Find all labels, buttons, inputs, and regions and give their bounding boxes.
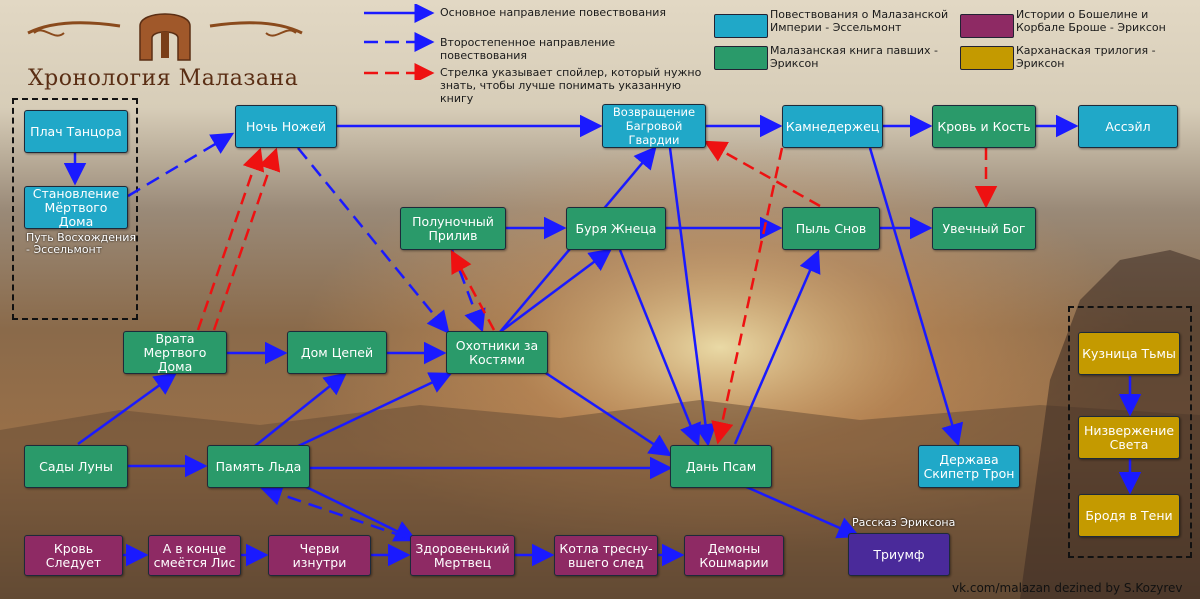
book-triumf[interactable]: Триумф xyxy=(848,533,950,576)
book-okhotniki[interactable]: Охотники за Костями xyxy=(446,331,548,374)
note-rasskaz-eriksona: Рассказ Эриксона xyxy=(852,516,956,529)
book-chervi-iznutri[interactable]: Черви изнутри xyxy=(268,535,371,576)
page-title: Хронология Малазана xyxy=(28,66,299,91)
legend-malazan: Малазанская книга павших - Эриксон xyxy=(770,44,938,70)
legend-esslemont: Повествования о Малазанской Империи - Эс… xyxy=(770,8,949,34)
esslemont-prequel-frame xyxy=(12,98,138,320)
book-uvechny-bog[interactable]: Увечный Бог xyxy=(932,207,1036,250)
legend-swatch-esslemont xyxy=(714,14,768,38)
book-nizverzhenie-sveta[interactable]: Низвержение Света xyxy=(1078,416,1180,459)
book-zdorovenky-mertvets[interactable]: Здоровенький Мертвец xyxy=(410,535,515,576)
legend-swatch-bauchelain xyxy=(960,14,1014,38)
book-plach-tantsora[interactable]: Плач Танцора xyxy=(24,110,128,153)
book-kamnederzhets[interactable]: Камнедержец xyxy=(782,105,883,148)
book-noch-nozhey[interactable]: Ночь Ножей xyxy=(235,105,337,148)
credit-text: vk.com/malazan dezined by S.Kozyrev xyxy=(952,581,1183,595)
book-brodya-v-teni[interactable]: Бродя в Тени xyxy=(1078,494,1180,537)
kharkanas-frame xyxy=(1068,306,1192,558)
legend-main-arrow: Основное направление повествования xyxy=(440,6,667,19)
legend-bauchelain: Истории о Бошелине и Корбале Броше - Эри… xyxy=(1016,8,1166,34)
helmet-logo xyxy=(27,13,303,61)
book-dom-tsepey[interactable]: Дом Цепей xyxy=(287,331,387,374)
book-vozvrashchenie[interactable]: Возвращение Багровой Гвардии xyxy=(602,104,706,148)
book-v-kontse-smeetsya-lis[interactable]: А в конце смеётся Лис xyxy=(148,535,241,576)
book-dan-psam[interactable]: Дань Псам xyxy=(670,445,772,488)
book-vrata-mertvogo-doma[interactable]: Врата Мертвого Дома xyxy=(123,331,227,374)
book-stanovlenie[interactable]: Становление Мёртвого Дома xyxy=(24,186,128,229)
legend-swatch-malazan xyxy=(714,46,768,70)
book-burya-zhnetsa[interactable]: Буря Жнеца xyxy=(566,207,666,250)
book-pyl-snov[interactable]: Пыль Снов xyxy=(782,207,880,250)
book-demony-koshmarii[interactable]: Демоны Кошмарии xyxy=(684,535,784,576)
book-pamyat-lda[interactable]: Память Льда xyxy=(207,445,310,488)
book-krov-sleduet[interactable]: Кровь Следует xyxy=(24,535,123,576)
book-polunochny-priliv[interactable]: Полуночный Прилив xyxy=(400,207,506,250)
legend-secondary-arrow: Второстепенное направление повествования xyxy=(440,36,616,62)
book-sady-luny[interactable]: Сады Луны xyxy=(24,445,128,488)
book-kotla-tresnuvshego-sled[interactable]: Котла тресну-вшего след xyxy=(554,535,658,576)
book-kuznitsa-tmy[interactable]: Кузница Тьмы xyxy=(1078,332,1180,375)
legend-spoiler-arrow: Стрелка указывает спойлер, который нужно… xyxy=(440,66,702,105)
legend-swatch-kharkanas xyxy=(960,46,1014,70)
book-assail[interactable]: Ассэйл xyxy=(1078,105,1178,148)
book-krov-i-kost[interactable]: Кровь и Кость xyxy=(932,105,1036,148)
legend-arrows xyxy=(364,4,435,80)
book-derzhava[interactable]: Держава Скипетр Трон xyxy=(918,445,1020,488)
note-put-voskhozhdeniya: Путь Восхождения - Эссельмонт xyxy=(26,231,136,256)
legend-kharkanas: Карханаская трилогия - Эриксон xyxy=(1016,44,1156,70)
